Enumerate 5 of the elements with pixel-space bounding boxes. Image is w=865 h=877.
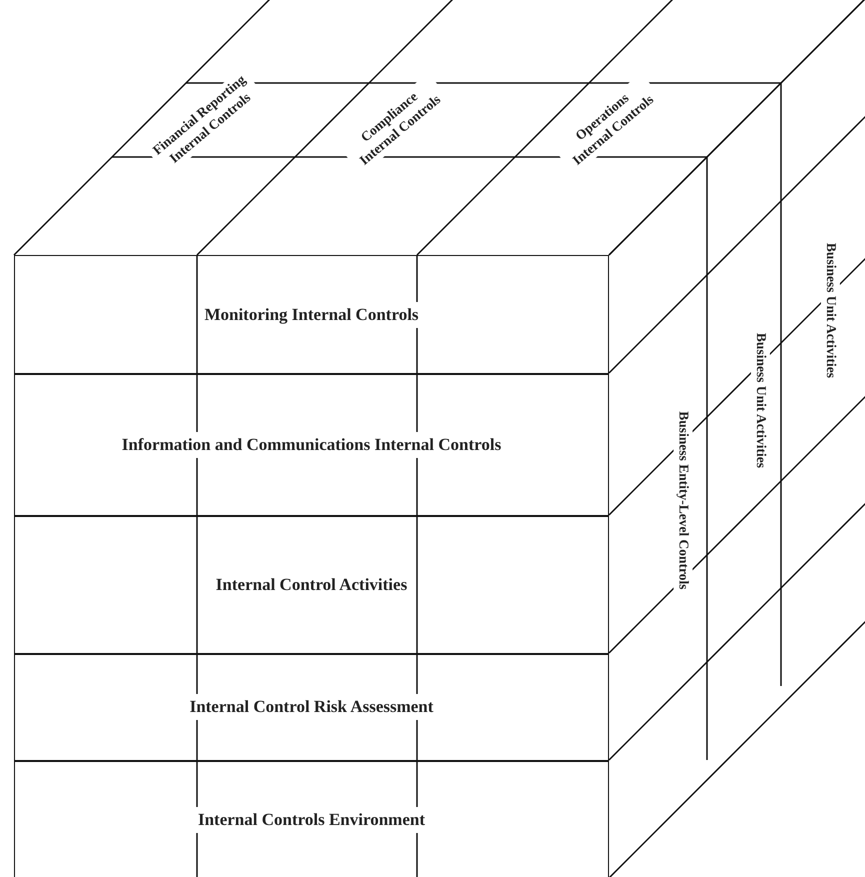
component-band [14,373,609,516]
component-band [14,653,609,762]
component-band [14,760,609,877]
component-band [14,255,609,374]
component-band [14,515,609,654]
